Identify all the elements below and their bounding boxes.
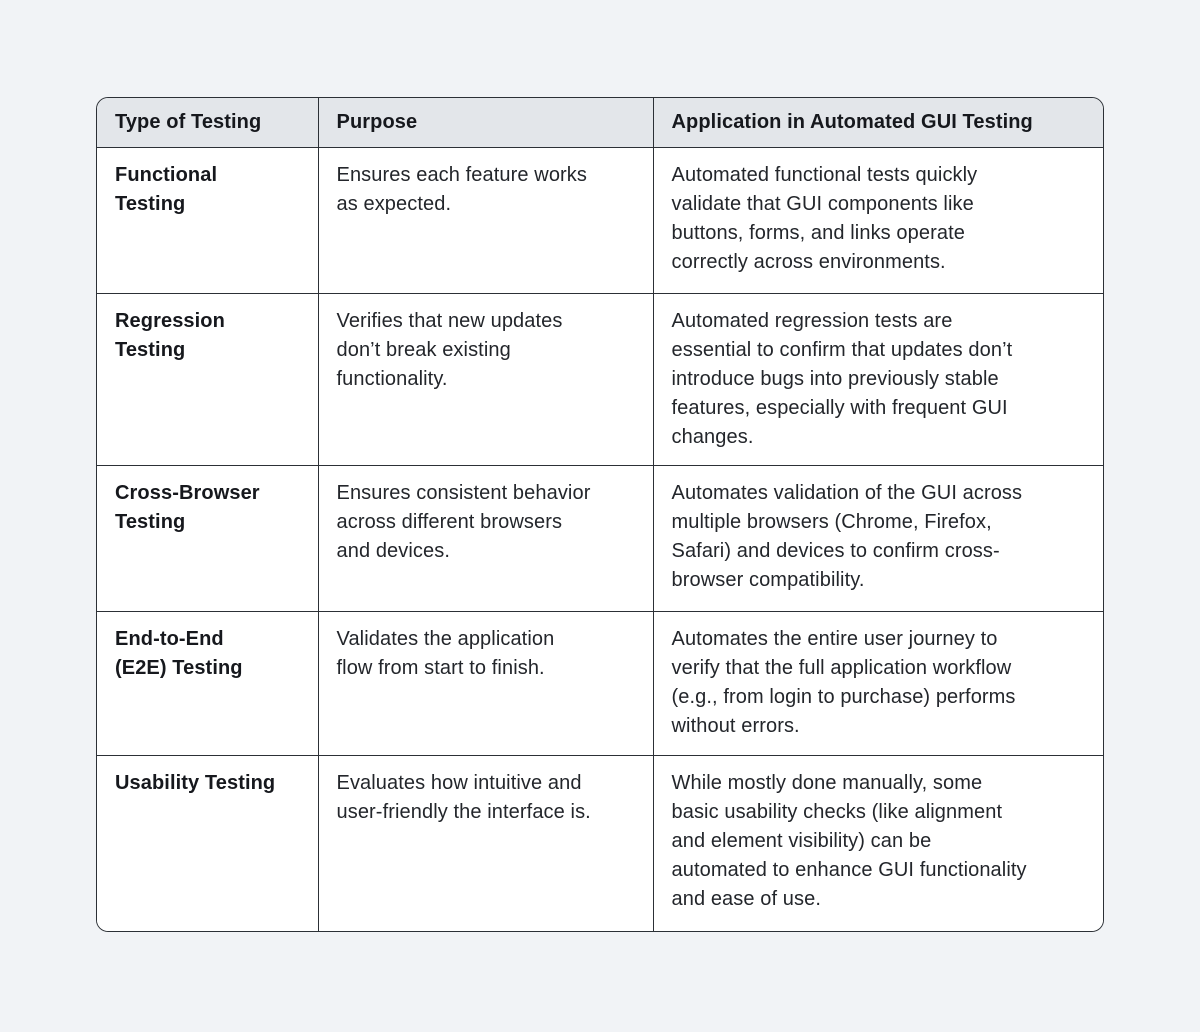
table-header-row: Type of Testing Purpose Application in A… xyxy=(97,98,1103,148)
testing-types-table: Type of Testing Purpose Application in A… xyxy=(96,97,1104,932)
header-type-of-testing: Type of Testing xyxy=(97,98,319,148)
cell-type: Regression Testing xyxy=(97,293,319,466)
cell-application: Automated regression tests are essential… xyxy=(653,293,1103,466)
header-application: Application in Automated GUI Testing xyxy=(653,98,1103,148)
cell-application: Automated functional tests quickly valid… xyxy=(653,147,1103,294)
cell-purpose: Validates the application flow from star… xyxy=(318,611,654,756)
cell-type: Cross-Browser Testing xyxy=(97,465,319,612)
table-row-end-to-end-testing: End-to-End (E2E) Testing Validates the a… xyxy=(97,611,1103,756)
testing-table: Type of Testing Purpose Application in A… xyxy=(97,98,1103,931)
header-purpose: Purpose xyxy=(318,98,654,148)
cell-purpose: Ensures each feature works as expected. xyxy=(318,147,654,294)
cell-type: End-to-End (E2E) Testing xyxy=(97,611,319,756)
cell-purpose: Verifies that new updates don’t break ex… xyxy=(318,293,654,466)
cell-application: Automates validation of the GUI across m… xyxy=(653,465,1103,612)
table-row-regression-testing: Regression Testing Verifies that new upd… xyxy=(97,293,1103,466)
table-row-cross-browser-testing: Cross-Browser Testing Ensures consistent… xyxy=(97,465,1103,612)
cell-purpose: Ensures consistent behavior across diffe… xyxy=(318,465,654,612)
table-row-usability-testing: Usability Testing Evaluates how intuitiv… xyxy=(97,755,1103,931)
cell-application: Automates the entire user journey to ver… xyxy=(653,611,1103,756)
cell-purpose: Evaluates how intuitive and user-friendl… xyxy=(318,755,654,931)
cell-type: Functional Testing xyxy=(97,147,319,294)
cell-application: While mostly done manually, some basic u… xyxy=(653,755,1103,931)
cell-type: Usability Testing xyxy=(97,755,319,931)
table-row-functional-testing: Functional Testing Ensures each feature … xyxy=(97,147,1103,294)
